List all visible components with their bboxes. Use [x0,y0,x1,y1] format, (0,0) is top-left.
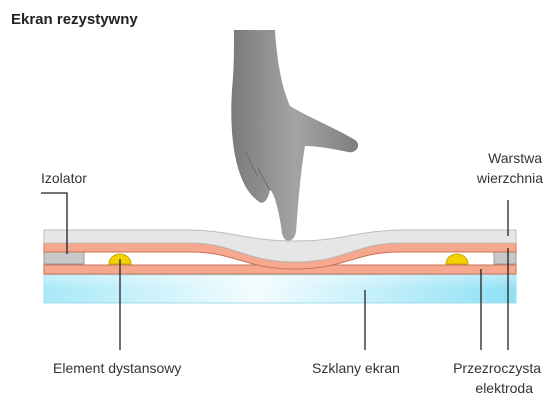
label-top-layer-line1: Warstwa [488,150,542,166]
leader-insulator [41,192,68,254]
label-spacer: Element dystansowy [53,360,181,376]
label-top-layer-line2: wierzchnia [476,170,543,186]
glass-screen [43,274,517,304]
spacer-dot-right [445,253,469,265]
label-electrode-line1: Przezroczysta [453,360,541,376]
insulator-right [493,251,517,265]
diagram-title: Ekran rezystywny [11,11,138,28]
label-electrode-line2: elektroda [475,380,533,396]
top-layer [43,229,517,263]
label-insulator: Izolator [41,170,87,186]
pointing-hand-icon [231,30,359,241]
insulator-left [43,251,85,265]
leader-lines [41,192,509,350]
label-glass: Szklany ekran [312,360,400,376]
